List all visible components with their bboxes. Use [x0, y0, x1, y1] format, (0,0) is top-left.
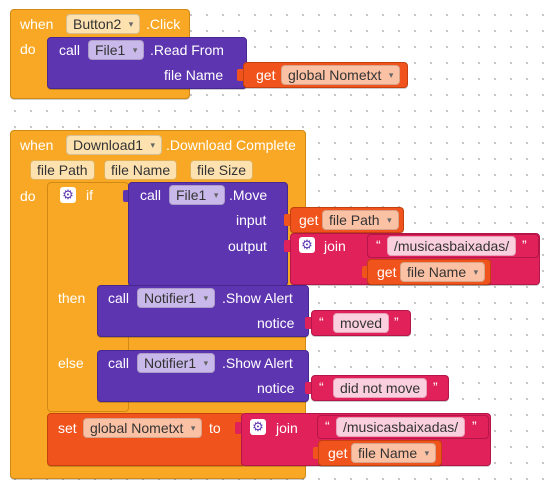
- param-file-path[interactable]: file Path: [30, 160, 95, 180]
- download1-text: Download1: [73, 137, 144, 153]
- to-label: to: [209, 420, 221, 436]
- param-file-size[interactable]: file Size: [190, 160, 254, 180]
- global-nometxt-dropdown[interactable]: global Nometxt ▾: [281, 65, 401, 85]
- socket-connector: [235, 422, 242, 434]
- quote-open: “: [376, 237, 381, 253]
- chevron-down-icon: ▾: [387, 215, 392, 225]
- click-event-label: .Click: [146, 16, 181, 32]
- notifier-show-alert-did-not-move-block[interactable]: [97, 350, 309, 402]
- chevron-down-icon: ▾: [190, 423, 196, 433]
- file-name-arg-label: file Name: [164, 67, 224, 83]
- then-label: then: [58, 290, 86, 306]
- join-label: join: [276, 420, 298, 436]
- gear-icon[interactable]: ⚙: [250, 419, 266, 435]
- when-label: when: [20, 16, 54, 32]
- musicasbaixadas-string-field[interactable]: /musicasbaixadas/: [336, 417, 466, 437]
- chevron-down-icon: ▾: [132, 45, 138, 55]
- when-label: when: [20, 137, 54, 153]
- quote-open: “: [319, 314, 324, 330]
- input-label: input: [236, 212, 267, 228]
- global-nometxt-dropdown[interactable]: global Nometxt ▾: [83, 418, 203, 438]
- file1-read-from-block[interactable]: [47, 37, 247, 89]
- chevron-down-icon: ▾: [388, 70, 394, 80]
- musicasbaixadas-string-field[interactable]: /musicasbaixadas/: [387, 236, 517, 256]
- socket-connector: [284, 240, 291, 252]
- read-from-label: .Read From: [150, 42, 224, 58]
- chevron-down-icon: ▾: [473, 267, 479, 277]
- global-nometxt-text: global Nometxt: [288, 67, 382, 83]
- do-label: do: [20, 188, 36, 204]
- file1-dropdown[interactable]: File1 ▾: [169, 185, 226, 205]
- button2-text: Button2: [73, 16, 122, 32]
- if-label: if: [86, 187, 93, 203]
- notice-label: notice: [257, 315, 295, 331]
- did-not-move-string-field[interactable]: did not move: [333, 378, 428, 398]
- get-label: get: [377, 264, 397, 280]
- button2-dropdown[interactable]: Button2 ▾: [66, 14, 141, 34]
- file-name-text: file Name: [358, 445, 418, 461]
- param-file-name[interactable]: file Name: [104, 160, 178, 180]
- quote-close: ”: [433, 379, 438, 395]
- get-label: get: [299, 212, 319, 228]
- notifier1-dropdown[interactable]: Notifier1 ▾: [137, 288, 216, 308]
- quote-open: “: [325, 418, 330, 434]
- call-label: call: [140, 187, 162, 203]
- socket-connector: [284, 214, 291, 226]
- file-path-text: file Path: [329, 212, 380, 228]
- chevron-down-icon: ▾: [128, 19, 134, 29]
- moved-string-field[interactable]: moved: [333, 313, 390, 333]
- socket-connector: [362, 266, 369, 278]
- gear-icon[interactable]: ⚙: [60, 187, 76, 203]
- quote-close: ”: [472, 418, 477, 434]
- else-label: else: [58, 355, 84, 371]
- file1-text: File1: [95, 42, 126, 58]
- move-label: .Move: [229, 187, 268, 203]
- socket-connector: [305, 317, 312, 329]
- quote-close: ”: [394, 314, 399, 330]
- show-alert-label: .Show Alert: [222, 290, 293, 306]
- chevron-down-icon: ▾: [203, 293, 209, 303]
- output-label: output: [228, 238, 267, 254]
- notice-label: notice: [257, 380, 295, 396]
- chevron-down-icon: ▾: [213, 190, 219, 200]
- global-nometxt-text: global Nometxt: [90, 420, 184, 436]
- get-label: get: [328, 445, 348, 461]
- quote-open: “: [319, 379, 324, 395]
- show-alert-label: .Show Alert: [222, 355, 293, 371]
- call-label: call: [108, 290, 130, 306]
- quote-close: ”: [522, 237, 527, 253]
- file1-text: File1: [176, 187, 207, 203]
- chevron-down-icon: ▾: [150, 140, 156, 150]
- notifier1-text: Notifier1: [144, 355, 197, 371]
- file-name-dropdown[interactable]: file Name ▾: [400, 262, 486, 282]
- get-label: get: [256, 67, 276, 83]
- notifier1-dropdown[interactable]: Notifier1 ▾: [137, 353, 216, 373]
- set-label: set: [58, 420, 77, 436]
- file-name-text: file Name: [407, 264, 467, 280]
- chevron-down-icon: ▾: [424, 448, 430, 458]
- call-label: call: [108, 355, 130, 371]
- socket-connector: [237, 69, 244, 81]
- socket-connector: [305, 382, 312, 394]
- join-label: join: [324, 238, 346, 254]
- call-label: call: [59, 42, 81, 58]
- file-name-dropdown[interactable]: file Name ▾: [351, 443, 437, 463]
- download-complete-label: .Download Complete: [166, 137, 296, 153]
- file1-dropdown[interactable]: File1 ▾: [88, 40, 145, 60]
- notifier1-text: Notifier1: [144, 290, 197, 306]
- gear-icon[interactable]: ⚙: [299, 237, 315, 253]
- do-label: do: [20, 41, 36, 57]
- download1-dropdown[interactable]: Download1 ▾: [66, 135, 163, 155]
- socket-connector: [123, 190, 130, 202]
- chevron-down-icon: ▾: [203, 358, 209, 368]
- file-path-dropdown[interactable]: file Path ▾: [322, 210, 399, 230]
- socket-connector: [313, 447, 320, 459]
